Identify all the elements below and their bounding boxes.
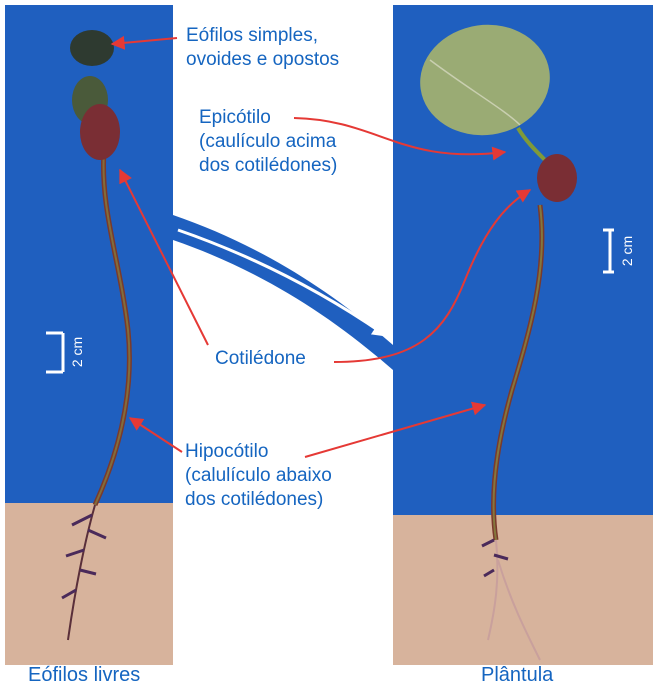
right-cotyledon xyxy=(537,154,577,202)
caption-left: Eófilos livres xyxy=(28,664,140,687)
label-hypocotyl-line1: Hipocótilo xyxy=(185,440,332,464)
label-eophylls: Eófilos simples, ovoides e opostos xyxy=(186,24,339,72)
left-eophyll-leaf xyxy=(70,30,114,66)
left-scale-text: 2 cm xyxy=(69,337,85,367)
label-epicotyl-line1: Epicótilo xyxy=(199,106,337,130)
label-epicotyl-line2: (caulículo acima xyxy=(199,130,337,154)
right-scale-text: 2 cm xyxy=(619,236,635,266)
label-epicotyl: Epicótilo (caulículo acima dos cotilédon… xyxy=(199,106,337,178)
label-epicotyl-line3: dos cotilédones) xyxy=(199,154,337,178)
label-hypocotyl: Hipocótilo (calulículo abaixo dos cotilé… xyxy=(185,440,332,512)
label-cotyledon: Cotilédone xyxy=(215,347,306,371)
label-eophylls-line1: Eófilos simples, xyxy=(186,24,339,48)
caption-right: Plântula xyxy=(481,664,553,687)
label-eophylls-line2: ovoides e opostos xyxy=(186,48,339,72)
label-hypocotyl-line3: dos cotilédones) xyxy=(185,488,332,512)
label-hypocotyl-line2: (calulículo abaixo xyxy=(185,464,332,488)
left-cotyledon xyxy=(80,104,120,160)
